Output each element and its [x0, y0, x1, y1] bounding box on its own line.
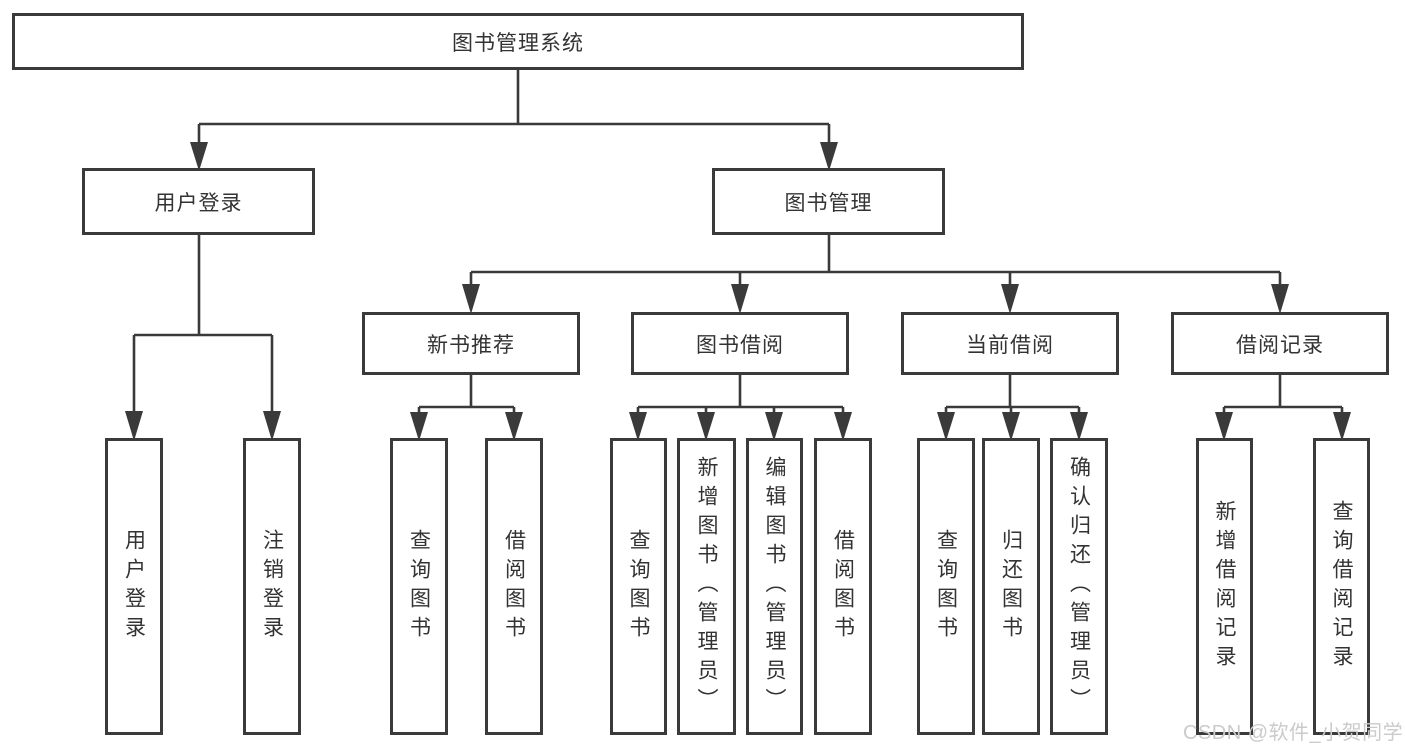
node-book-management-label: 图书管理: [784, 191, 873, 215]
node-br-add-record: 新增借阅记录: [1196, 438, 1253, 735]
node-bb-query-book: 查询图书: [610, 438, 667, 735]
node-nbr-query-book-label: 查询图书: [407, 528, 431, 645]
node-nbr-query-book: 查询图书: [390, 438, 448, 735]
node-cb-return-book-label: 归还图书: [999, 528, 1023, 645]
csdn-watermark: CSDN @软件_小贺同学: [1183, 722, 1404, 744]
node-br-add-record-label: 新增借阅记录: [1213, 499, 1236, 674]
node-new-book-recommend-label: 新书推荐: [427, 333, 515, 357]
node-root-label: 图书管理系统: [452, 31, 584, 55]
node-cb-confirm-return-admin: 确认归还（管理员）: [1050, 438, 1108, 735]
node-bb-edit-book-admin: 编辑图书（管理员）: [746, 438, 803, 735]
node-bb-edit-book-admin-label: 编辑图书（管理员）: [763, 456, 786, 717]
node-book-borrowing-label: 图书借阅: [696, 333, 784, 357]
node-root: 图书管理系统: [12, 13, 1024, 70]
node-borrowing-records: 借阅记录: [1171, 312, 1389, 375]
node-cb-query-book-label: 查询图书: [934, 528, 958, 645]
node-new-book-recommend: 新书推荐: [362, 312, 580, 375]
node-user-login-leaf-label: 用户登录: [122, 528, 146, 645]
node-bb-borrow-book-label: 借阅图书: [831, 528, 855, 645]
node-user-login-leaf: 用户登录: [105, 438, 163, 735]
node-book-management: 图书管理: [712, 168, 945, 235]
node-nbr-borrow-book: 借阅图书: [485, 438, 543, 735]
node-cb-return-book: 归还图书: [982, 438, 1040, 735]
node-user-login-label: 用户登录: [154, 191, 243, 215]
node-current-borrowing-label: 当前借阅: [966, 333, 1054, 357]
node-logout: 注销登录: [243, 438, 301, 735]
node-bb-query-book-label: 查询图书: [627, 528, 650, 645]
node-bb-add-book-admin-label: 新增图书（管理员）: [695, 456, 718, 717]
node-current-borrowing: 当前借阅: [901, 312, 1119, 375]
node-borrowing-records-label: 借阅记录: [1236, 333, 1324, 357]
node-bb-add-book-admin: 新增图书（管理员）: [677, 438, 736, 735]
node-user-login: 用户登录: [82, 168, 315, 235]
node-cb-query-book: 查询图书: [917, 438, 975, 735]
node-logout-label: 注销登录: [260, 528, 284, 645]
node-book-borrowing: 图书借阅: [631, 312, 849, 375]
node-br-query-record: 查询借阅记录: [1313, 438, 1370, 735]
node-br-query-record-label: 查询借阅记录: [1330, 499, 1353, 674]
node-bb-borrow-book: 借阅图书: [814, 438, 872, 735]
node-nbr-borrow-book-label: 借阅图书: [502, 528, 526, 645]
node-cb-confirm-return-admin-label: 确认归还（管理员）: [1067, 456, 1091, 717]
